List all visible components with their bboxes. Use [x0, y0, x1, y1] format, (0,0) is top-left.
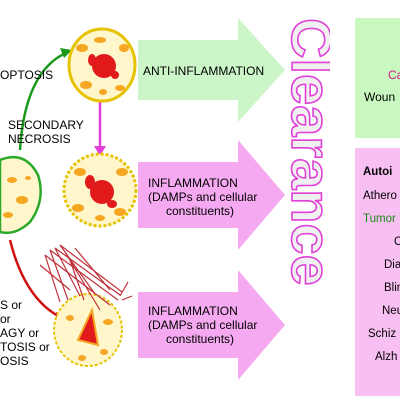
inflammation-arrow-top [138, 140, 285, 250]
healthy-cell-organelle [25, 176, 31, 180]
inflammation-label-bottom: INFLAMMATION [148, 304, 238, 318]
cell-death-list-item: S or [0, 298, 23, 312]
apoptotic-organelle [99, 89, 107, 95]
clearance-label: Clearance [282, 18, 330, 287]
outcome-top-line-2: Woun [364, 90, 396, 104]
necrotic-cell-organelle [66, 315, 74, 321]
healthy-cell-organelle [3, 212, 13, 218]
disease-item: Blin [384, 282, 400, 294]
clearance-text: Clearance [282, 18, 330, 286]
outcome-box-resolution [355, 18, 400, 138]
disease-item: Tumor [363, 213, 396, 225]
apoptotic-organelle [115, 85, 125, 91]
healthy-cell-organelle [16, 196, 28, 204]
inflammation-detail-bottom-2: constituents) [166, 332, 235, 346]
apoptotic-nucleus [92, 54, 116, 78]
necrosis-arrow [8, 239, 63, 320]
cell-death-list-item: AGY or [0, 326, 40, 340]
inflammation-detail-bottom: (DAMPs and cellular [148, 318, 258, 332]
necrotic-organelle [114, 208, 126, 216]
necrotic-nucleus [90, 180, 114, 204]
apoptosis-arrowhead [60, 48, 72, 58]
inflammation-detail-top-2: constituents) [166, 204, 235, 218]
extracellular-filaments [39, 244, 133, 311]
disease-item: Dia [384, 259, 400, 271]
necrotic-organelle [116, 168, 128, 176]
necrotic-cell-nucleus [76, 306, 100, 347]
apoptotic-organelle [119, 44, 129, 52]
secondary-necrosis-label-1: SECONDARY [8, 118, 84, 132]
necrotic-cell-organelle [103, 319, 113, 325]
apoptotic-organelle [80, 81, 92, 89]
necrotic-cell-organelle [78, 355, 86, 361]
cell-death-list-item: OSIS [0, 354, 29, 368]
necrotic-organelle [95, 215, 105, 221]
necrotic-cell-organelle [100, 349, 108, 355]
secondary-necrosis-label-2: NECROSIS [8, 132, 71, 146]
outcome-box-diseases [355, 148, 400, 396]
outcome-top-line-1: Ca [388, 68, 400, 82]
healthy-cell-organelle [7, 177, 17, 183]
inflammation-detail-top: (DAMPs and cellular [148, 190, 258, 204]
anti-inflammation-label: ANTI-INFLAMMATION [143, 64, 265, 78]
disease-item: Alzh [375, 351, 398, 363]
healthy-cell [0, 155, 42, 235]
apoptotic-nucleus-fragment [88, 54, 96, 66]
necrotic-organelle [74, 168, 86, 176]
disease-item: Athero [363, 190, 397, 202]
cell-death-list-item: or [0, 312, 11, 326]
apoptosis-label: OPTOSIS [0, 68, 54, 82]
cell-death-list-item: TOSIS or [0, 340, 50, 354]
inflammation-arrow-bottom [138, 270, 285, 380]
apoptotic-organelle [76, 44, 88, 52]
disease-item: Autoi [363, 166, 393, 178]
necrotic-nucleus-fragment [107, 200, 117, 208]
disease-item: Schiz [368, 328, 397, 340]
apoptotic-organelle [94, 37, 106, 43]
anti-inflammation-arrow [138, 18, 285, 122]
inflammation-label-top: INFLAMMATION [148, 176, 238, 190]
secondary-necrosis-arrowhead [94, 146, 106, 156]
apoptotic-nucleus-fragment [111, 71, 119, 79]
apoptosis-arrow [18, 50, 69, 151]
necrotic-organelle [72, 204, 84, 212]
disease-item: C [394, 236, 400, 248]
disease-item: Neu [382, 305, 400, 317]
necrotic-nucleus-fragment [85, 175, 95, 189]
